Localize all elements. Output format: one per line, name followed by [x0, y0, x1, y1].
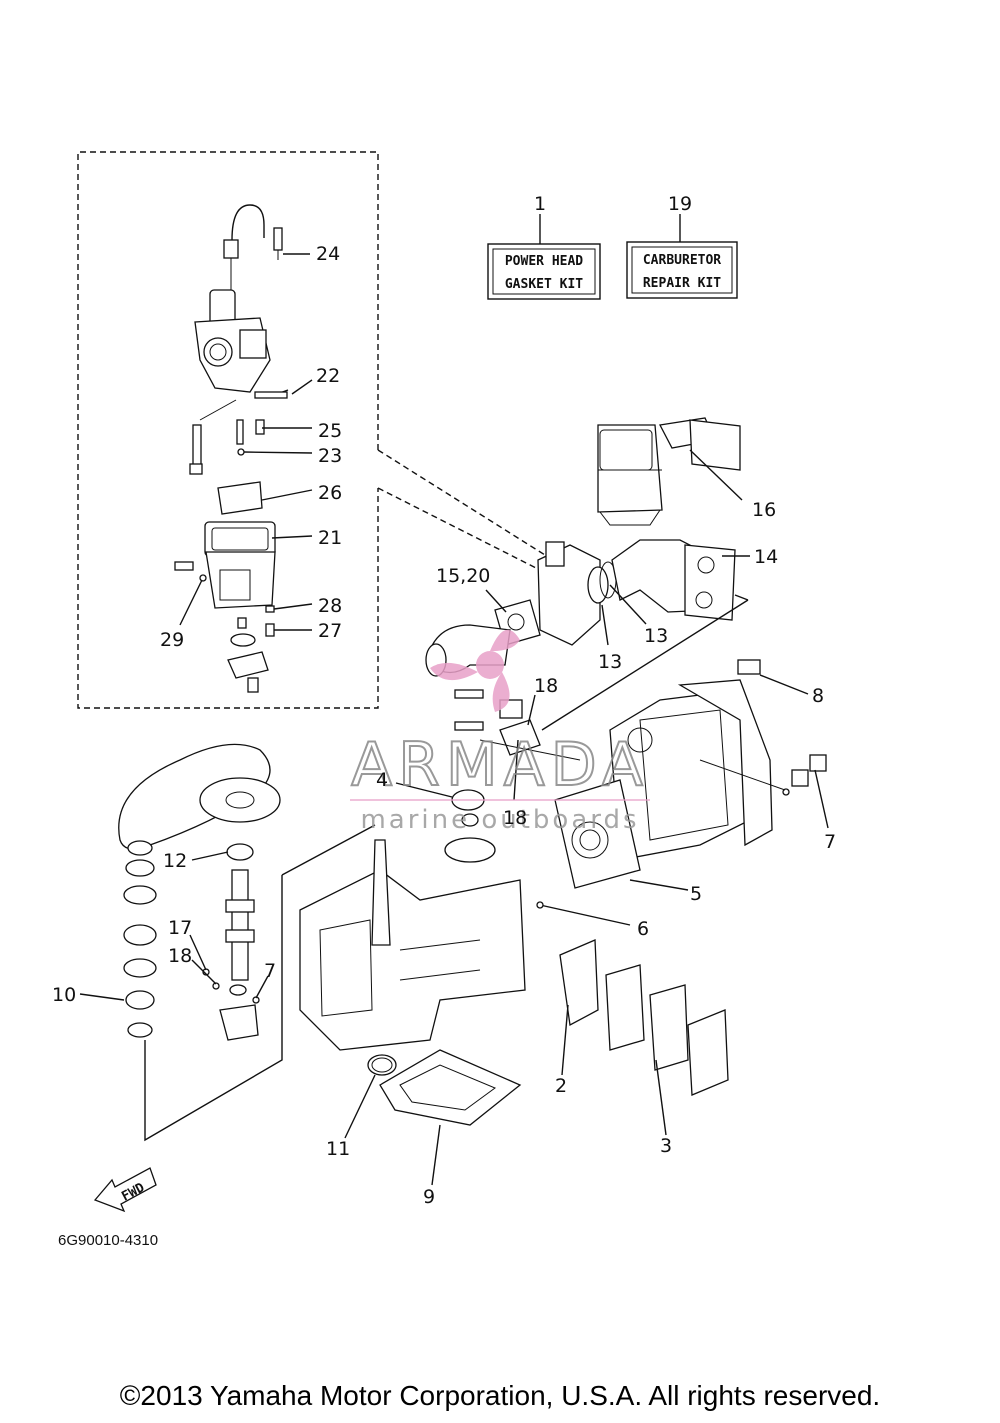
callout-17: 17	[168, 917, 192, 939]
callout-1: 1	[534, 193, 546, 215]
callout-7: 7	[264, 960, 276, 982]
callout-18: 18	[534, 675, 558, 697]
callout-15-20: 15,20	[436, 565, 490, 587]
callout-25: 25	[318, 420, 342, 442]
gaskets	[371, 939, 729, 1126]
kit-line-1: CARBURETOR	[643, 253, 721, 268]
carburetor-repair-kit-box: CARBURETOR REPAIR KIT	[626, 241, 738, 299]
carburetor-leader-line	[377, 487, 541, 571]
cylinder-block	[299, 837, 526, 1076]
callout-29: 29	[160, 629, 184, 651]
watermark-title: ARMADA	[351, 730, 649, 800]
kit-line-2: GASKET KIT	[505, 277, 583, 292]
callout-14: 14	[754, 546, 778, 568]
callout-23: 23	[318, 445, 342, 467]
callout-7: 7	[824, 831, 836, 853]
forward-direction-arrow: FWD	[93, 1167, 157, 1213]
cylinder-head-assembly	[554, 659, 827, 889]
carburetor-leader-line	[377, 449, 546, 556]
thermostat-parts	[451, 689, 581, 827]
callout-2: 2	[555, 1075, 567, 1097]
kit-line-2: REPAIR KIT	[643, 276, 721, 291]
callout-24: 24	[316, 243, 340, 265]
kit-line-1: POWER HEAD	[505, 254, 583, 269]
callout-4: 4	[376, 769, 388, 791]
copyright-notice: ©2013 Yamaha Motor Corporation, U.S.A. A…	[119, 1380, 881, 1411]
callout-11: 11	[326, 1138, 350, 1160]
callout-13: 13	[598, 651, 622, 673]
carburetor-parts	[174, 204, 289, 693]
callout-21: 21	[318, 527, 342, 549]
diagram-part-code: 6G90010-4310	[58, 1232, 158, 1249]
callout-22: 22	[316, 365, 340, 387]
callout-16: 16	[752, 499, 776, 521]
intake-assembly	[425, 417, 741, 677]
callout-numbers: 24 22 25 23 26 21 28 27 29 16 14 15,20 1…	[52, 243, 836, 1208]
callout-18: 18	[503, 807, 527, 829]
callout-8: 8	[812, 685, 824, 707]
carburetor-group-border	[77, 151, 379, 709]
crankshaft-assembly	[118, 743, 281, 1041]
callout-10: 10	[52, 984, 76, 1006]
callout-9: 9	[423, 1186, 435, 1208]
callout-3: 3	[660, 1135, 672, 1157]
power-head-gasket-kit-box: POWER HEAD GASKET KIT	[487, 243, 601, 300]
callout-6: 6	[637, 918, 649, 940]
callout-26: 26	[318, 482, 342, 504]
callout-12: 12	[163, 850, 187, 872]
callout-5: 5	[690, 883, 702, 905]
watermark-logo-icon	[430, 629, 520, 712]
callout-27: 27	[318, 620, 342, 642]
watermark: ARMADA marine outboards	[350, 629, 650, 835]
callout-28: 28	[318, 595, 342, 617]
watermark-subtitle: marine outboards	[360, 805, 639, 835]
callout-13: 13	[644, 625, 668, 647]
callout-19: 19	[668, 193, 692, 215]
callout-18: 18	[168, 945, 192, 967]
